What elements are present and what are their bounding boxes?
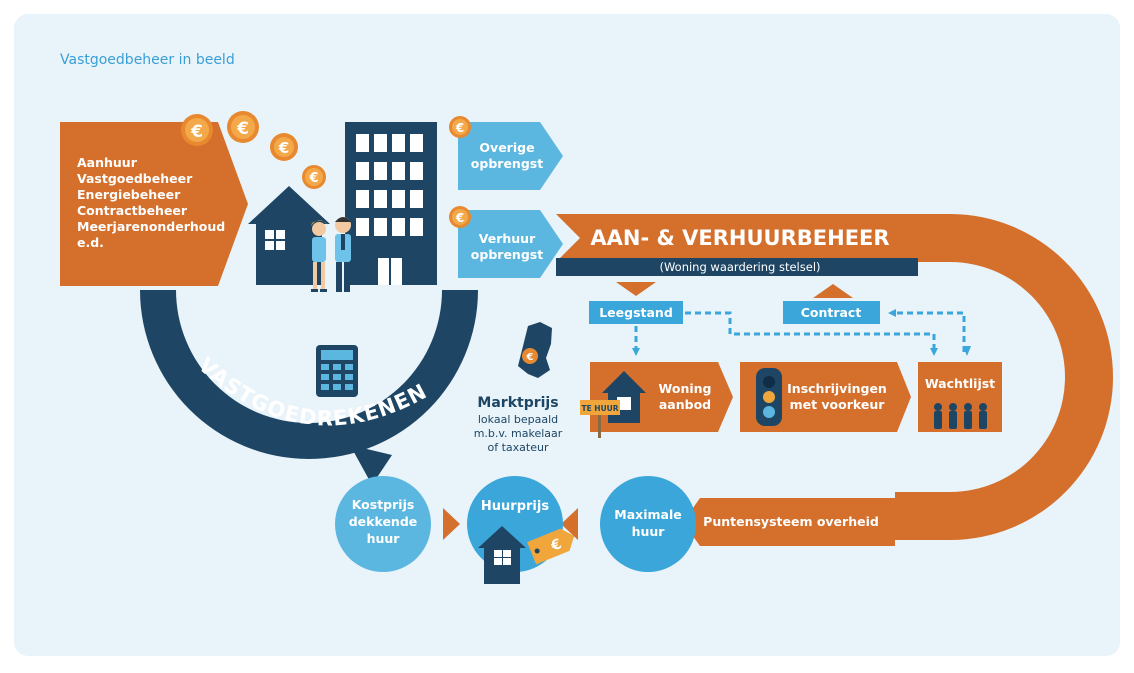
euro-coin-icon: €	[270, 133, 298, 161]
housing-supply-label: Woning	[659, 381, 712, 396]
max-rent-label: huur	[632, 524, 666, 539]
market-price-title: Marktprijs	[477, 395, 558, 411]
office-building-icon	[345, 122, 437, 285]
for-rent-sign: TE HUUR	[580, 400, 620, 438]
vacancy-box	[589, 301, 683, 324]
euro-coin-icon: €	[181, 114, 213, 146]
svg-text:€: €	[236, 119, 249, 139]
euro-coin-icon: €	[449, 116, 471, 138]
max-rent-circle	[600, 476, 696, 572]
points-system-label: Puntensysteem overheid	[703, 514, 879, 529]
rental-revenue-arrow	[458, 210, 563, 278]
rental-revenue-label: opbrengst	[471, 247, 543, 262]
up-triangle	[813, 284, 853, 298]
cost-price-label: Kostprijs	[352, 497, 415, 512]
valuation-label: (Woning waardering stelsel)	[659, 260, 820, 274]
service-item: e.d.	[77, 235, 104, 250]
vacancy-label: Leegstand	[599, 305, 673, 320]
valuation-bar	[556, 258, 918, 276]
flow-arrow	[443, 508, 460, 540]
netherlands-map-icon: €	[518, 322, 552, 378]
registrations-label: Inschrijvingen	[787, 381, 887, 396]
arrow-head	[963, 346, 971, 356]
svg-text:€: €	[526, 352, 534, 363]
management-title: AAN- & VERHUURBEHEER	[590, 226, 889, 250]
waiting-list-box	[918, 362, 1002, 432]
calculator-icon	[316, 345, 358, 397]
dashed-connectors	[632, 309, 966, 356]
people-icon	[311, 217, 351, 292]
points-system-arrow	[683, 498, 895, 546]
traffic-light-icon	[756, 368, 782, 426]
service-item: Energiebeheer	[77, 187, 181, 202]
housing-supply-label: aanbod	[659, 397, 711, 412]
rental-revenue-label: Verhuur	[479, 231, 536, 246]
price-tag-icon: €	[527, 528, 575, 565]
arc-pointer	[350, 445, 392, 485]
registrations-arrow	[740, 362, 911, 432]
service-item: Contractbeheer	[77, 203, 188, 218]
svg-text:€: €	[455, 121, 464, 135]
registrations-label: met voorkeur	[790, 397, 886, 412]
other-revenue-label: Overige	[479, 140, 534, 155]
other-revenue-label: opbrengst	[471, 156, 543, 171]
management-loop	[556, 214, 1113, 540]
market-price-line: lokaal bepaald	[478, 413, 558, 426]
svg-text:€: €	[455, 211, 464, 225]
queue-people-icon	[934, 403, 987, 429]
max-rent-label: Maximale	[614, 507, 681, 522]
service-item: Meerjarenonderhoud	[77, 219, 225, 234]
rent-price-label: Huurprijs	[481, 499, 549, 514]
svg-text:€: €	[278, 139, 289, 157]
euro-coin-icon: €	[449, 206, 471, 228]
cost-price-label: dekkende	[349, 514, 418, 529]
cost-price-circle	[335, 476, 431, 572]
market-price-line: m.b.v. makelaar	[474, 427, 563, 440]
cost-price-label: huur	[367, 531, 401, 546]
house-icon	[248, 186, 330, 285]
vastgoedrekenen-arc	[140, 290, 478, 459]
service-item: Vastgoedbeheer	[77, 171, 193, 186]
waiting-list-label: Wachtlijst	[925, 376, 995, 391]
services-arrow-box	[60, 122, 248, 286]
contract-box	[783, 301, 880, 324]
house-icon	[478, 526, 526, 584]
service-item: Aanhuur	[77, 155, 138, 170]
background-panel	[14, 14, 1120, 656]
page-title: Vastgoedbeheer in beeld	[60, 52, 235, 68]
flow-arrow	[561, 508, 578, 540]
euro-coin-icon: €	[227, 111, 259, 143]
down-triangle	[616, 282, 656, 296]
contract-label: Contract	[801, 305, 862, 320]
svg-text:€: €	[190, 122, 203, 142]
svg-text:€: €	[308, 171, 318, 186]
svg-text:TE HUUR: TE HUUR	[581, 404, 618, 413]
market-price-line: of taxateur	[488, 441, 549, 454]
euro-coin-icon: €	[302, 165, 326, 189]
other-revenue-arrow	[458, 122, 563, 190]
